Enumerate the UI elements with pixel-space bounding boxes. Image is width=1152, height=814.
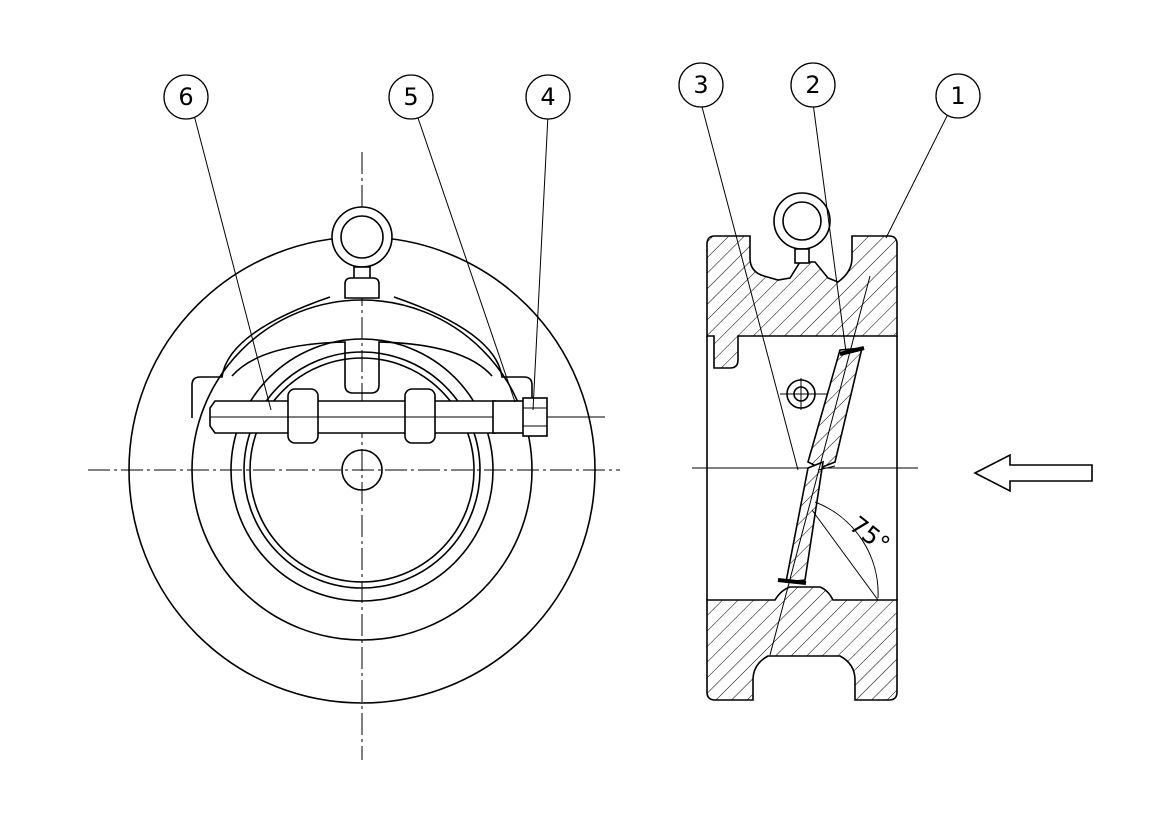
callout-4: 4	[525, 74, 571, 120]
body-top-section	[706, 235, 898, 369]
callout-2: 2	[790, 62, 836, 108]
plate-top-cutout	[231, 341, 493, 394]
angle-ray	[811, 509, 879, 601]
body-boss-left	[191, 296, 331, 418]
body-boss-right	[393, 296, 533, 418]
seat-circle-outer	[230, 338, 494, 602]
lower-seal	[777, 578, 807, 585]
pin-end	[492, 400, 526, 434]
hub-circle	[341, 449, 383, 491]
callout-3: 3	[678, 62, 724, 108]
seat-circle-inner	[249, 357, 475, 583]
angle-label: 75°	[844, 511, 895, 559]
lifting-eye	[331, 206, 393, 299]
hinge-lug-right	[404, 388, 436, 444]
upper-seal	[839, 346, 865, 356]
section-lifting-eye	[773, 192, 831, 264]
callout-1-label: 1	[950, 82, 965, 110]
seat-circle-mid	[243, 351, 481, 589]
lower-disc-plate	[785, 460, 825, 583]
retainer-bolt	[522, 397, 548, 437]
callout-6: 6	[163, 74, 209, 120]
callout-2-label: 2	[805, 71, 820, 99]
flow-direction-arrow	[973, 453, 1093, 493]
callout-4-label: 4	[540, 83, 555, 111]
callout-5: 5	[388, 74, 434, 120]
leader-lines	[193, 102, 949, 471]
callout-3-label: 3	[693, 71, 708, 99]
front-view	[88, 152, 620, 760]
callout-1: 1	[935, 73, 981, 119]
callout-5-label: 5	[403, 83, 418, 111]
hinge-lug-left	[287, 388, 319, 444]
disc-open-reference	[769, 275, 871, 656]
hinge-pin	[209, 400, 496, 434]
body-bottom-section	[706, 586, 898, 701]
callout-6-label: 6	[178, 83, 193, 111]
angle-arc	[814, 501, 879, 599]
section-view: 75°	[692, 192, 1093, 701]
flange-circle	[191, 299, 533, 641]
